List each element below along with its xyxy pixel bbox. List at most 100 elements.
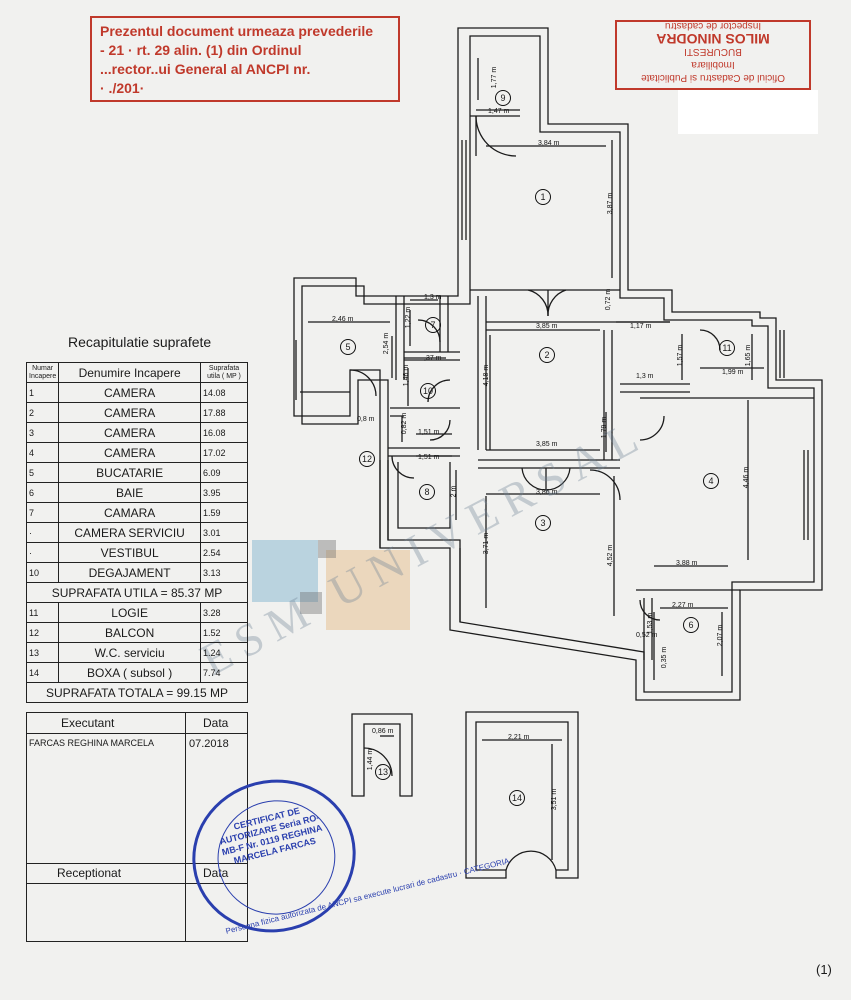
room-number: 4	[703, 473, 719, 489]
dimension-label: 1,51 m	[418, 429, 440, 436]
table-row: SUPRAFATA UTILA = 85.37 MP	[26, 582, 248, 603]
table-row: SUPRAFATA TOTALA = 99.15 MP	[26, 682, 248, 703]
cell-nr: 4	[25, 442, 60, 463]
dimension-label: 4,46 m	[743, 466, 751, 489]
cell-area: 1.24	[200, 642, 248, 663]
cell-name: CAMERA SERVICIU	[58, 522, 201, 543]
redaction-box	[678, 90, 818, 134]
cell-name: BAIE	[58, 482, 201, 503]
cell-name: BOXA ( subsol )	[58, 662, 201, 683]
cell-area: 6.09	[200, 462, 248, 483]
cell-area: 3.01	[200, 522, 248, 543]
dimension-label: 1,77 m	[491, 66, 499, 89]
cell-nr: 14	[25, 662, 60, 683]
cell-name: LOGIE	[58, 602, 201, 623]
dimension-label: 1,44 m	[367, 748, 375, 771]
room-number: 14	[509, 790, 525, 806]
dimension-label: 3,85 m	[536, 323, 558, 330]
received-label: Receptionat	[57, 866, 122, 880]
dimension-label: 0,52 m	[636, 632, 658, 639]
stamp-line: ...rector..ui General al ANCPI nr.	[100, 61, 311, 77]
dimension-label: 1,3 m	[636, 373, 654, 380]
cell-area: 17.88	[200, 402, 248, 423]
room-number: 6	[683, 617, 699, 633]
dimension-label: 1,22 m	[405, 306, 413, 329]
dimension-label: 4,52 m	[607, 544, 615, 567]
cell-nr: 7	[25, 502, 60, 523]
cell-name: CAMARA	[58, 502, 201, 523]
room-number: 5	[340, 339, 356, 355]
room-number: 2	[539, 347, 555, 363]
cell-nr: ·	[25, 522, 60, 543]
dimension-label: 2 m	[450, 485, 458, 498]
received-date-label: Data	[203, 866, 229, 880]
cell-name: CAMERA	[58, 402, 201, 423]
cell-area: 7.74	[200, 662, 248, 683]
cell-name: DEGAJAMENT	[58, 562, 201, 583]
header-name: Denumire Incapere	[58, 362, 201, 383]
room-number: 1	[535, 189, 551, 205]
cell-nr: 3	[25, 422, 60, 443]
cell-area: 14.08	[200, 382, 248, 403]
dimension-label: 1,99 m	[722, 369, 744, 376]
dimension-label: 3,88 m	[676, 560, 698, 567]
dimension-label: 2,27 m	[672, 602, 694, 609]
dimension-label: 1,17 m	[630, 323, 652, 330]
cell-name: VESTIBUL	[58, 542, 201, 563]
dimension-label: 2,21 m	[508, 734, 530, 741]
dimension-label: 1,3 m	[424, 294, 442, 301]
room-number: 11	[719, 340, 735, 356]
dimension-label: 1,65 m	[745, 344, 753, 367]
cell-area: 3.28	[200, 602, 248, 623]
room-number: 10	[420, 383, 436, 399]
room-number: 3	[535, 515, 551, 531]
dimension-label: ,37 m	[424, 355, 442, 362]
cell-name: BALCON	[58, 622, 201, 643]
dimension-label: 1,47 m	[488, 108, 510, 115]
header-nr: Numar Incapere	[25, 362, 60, 383]
dimension-label: 3,85 m	[536, 441, 558, 448]
stamp-line: - 21 · rt. 29 alin. (1) din Ordinul	[100, 42, 302, 58]
area-summary-table: Numar Incapere Denumire Incapere Suprafa…	[25, 362, 248, 703]
cell-nr: 5	[25, 462, 60, 483]
page-number: (1)	[816, 962, 832, 977]
dimension-label: 4,18 m	[483, 364, 491, 387]
cell-area: 1.52	[200, 622, 248, 643]
cell-nr: 10	[25, 562, 60, 583]
stamp-line: · ./201·	[100, 80, 145, 96]
room-number: 8	[419, 484, 435, 500]
cell-nr: 6	[25, 482, 60, 503]
cell-name: W.C. serviciu	[58, 642, 201, 663]
dimension-label: 1,57 m	[677, 344, 685, 367]
cell-area: 2.54	[200, 542, 248, 563]
received-header-row	[27, 863, 247, 884]
cell-area: 1.59	[200, 502, 248, 523]
executant-name: FARCAS REGHINA MARCELA	[29, 738, 155, 748]
dimension-label: 3,86 m	[536, 489, 558, 496]
exec-header-row	[27, 713, 247, 734]
room-number: 12	[359, 451, 375, 467]
dimension-label: 1,53 m	[647, 612, 655, 635]
dimension-label: 0,8 m	[357, 416, 375, 423]
dimension-label: 1,46 m	[403, 364, 411, 387]
dimension-label: 0,35 m	[661, 646, 669, 669]
room-number: 9	[495, 90, 511, 106]
cell-nr: 13	[25, 642, 60, 663]
ancpi-stamp: Prezentul document urmeaza prevederile -…	[90, 16, 400, 102]
watermark-square	[318, 540, 336, 558]
watermark-square	[252, 540, 318, 602]
dimension-label: 3,87 m	[607, 192, 615, 215]
dimension-label: 2,46 m	[332, 316, 354, 323]
